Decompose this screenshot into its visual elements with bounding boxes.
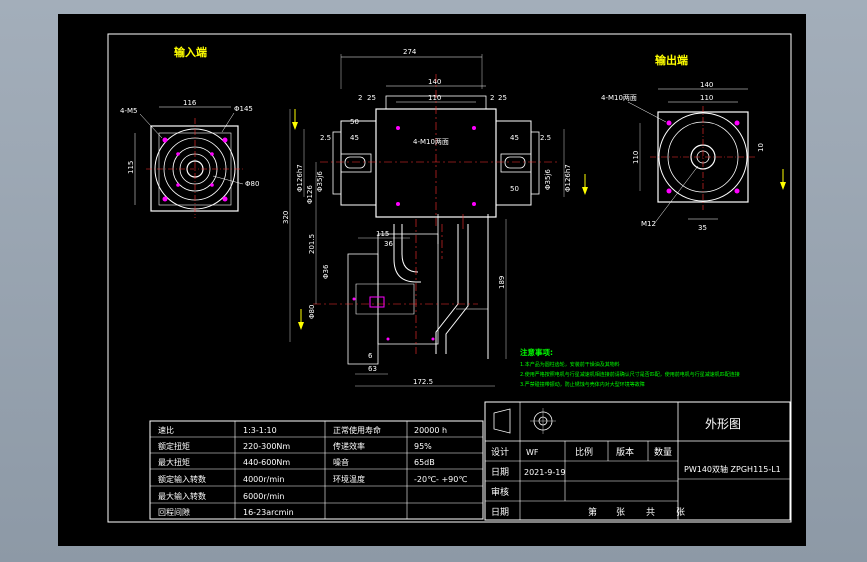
dim-274: 274 (403, 48, 417, 56)
dim-2-5-left: 2.5 (320, 134, 331, 142)
dim-2-right: 2 (490, 94, 494, 102)
spec-cell-r3-c1: 4000r/min (243, 475, 284, 484)
spec-cell-r1-c2: 传递效率 (333, 441, 365, 451)
version-label: 版本 (616, 446, 634, 458)
date-label: 日期 (491, 467, 509, 478)
dim-25-left: 25 (367, 94, 376, 102)
input-end-view: 输入端 116 4-M5 Φ145 Φ80 115 (120, 45, 259, 218)
dim-phi80-input: Φ80 (245, 180, 259, 188)
output-end-view: 输出端 140 110 4-M10两面 110 10 M12 35 (601, 53, 786, 232)
drawing-title: 外形图 (705, 417, 741, 431)
dim-110-vertical: 110 (632, 151, 640, 164)
notes-line-1: 1.本产品为圆柱齿轮，安装前干燥油及其物料 (520, 361, 620, 368)
drawing-canvas: 输入端 116 4-M5 Φ145 Φ80 115 274 (107, 33, 792, 523)
input-end-label: 输入端 (174, 45, 207, 59)
spec-cell-r1-c3: 95% (414, 442, 432, 451)
drawing-sheet: 输入端 116 4-M5 Φ145 Φ80 115 274 (58, 14, 806, 546)
dim-189: 189 (498, 276, 506, 289)
spec-cell-r1-c1: 220-300Nm (243, 442, 290, 451)
dim-115-input: 115 (127, 161, 135, 174)
spec-cell-r2-c1: 440-600Nm (243, 458, 290, 467)
spec-cell-r2-c2: 噪音 (333, 457, 349, 467)
dim-110: 110 (428, 94, 441, 102)
sheet-no-label: 第 (588, 506, 597, 518)
spec-table: 速比 1:3-1:10 正常使用寿命 20000 h 额定扭矩 220-300Nm 传递效率… (149, 420, 484, 520)
dim-115: 115 (376, 230, 389, 238)
spec-cell-r5-c1: 16-23arcmin (243, 508, 294, 517)
dim-2-5-right: 2.5 (540, 134, 551, 142)
dim-phi126h7-right: Φ126h7 (564, 164, 572, 192)
spec-cell-r4-c0: 最大输入转数 (158, 491, 206, 501)
date2-label: 日期 (491, 507, 509, 518)
dim-45-right: 45 (510, 134, 519, 142)
check-label: 审核 (491, 486, 509, 498)
spec-cell-r1-c0: 额定扭矩 (158, 441, 190, 451)
dim-4-m10: 4-M10两面 (413, 138, 449, 146)
sheet-total-label: 共 (646, 507, 655, 518)
dim-phi35j6-left: Φ35j6 (316, 171, 324, 192)
dim-phi80: Φ80 (308, 305, 316, 319)
designer: WF (526, 448, 539, 457)
notes-block: 注意事项: 1.本产品为圆柱齿轮，安装前干燥油及其物料 2.使用严格按照电机与行… (520, 347, 740, 388)
spec-cell-r0-c2: 正常使用寿命 (333, 425, 381, 435)
notes-line-2: 2.使用严格按照电机与行星减速机相连接前请确认尺寸是否匹配，使用前电机与行星减速… (520, 371, 740, 378)
dim-2-left: 2 (358, 94, 362, 102)
spec-cell-r4-c1: 6000r/min (243, 492, 284, 501)
spec-cell-r5-c0: 回程间隙 (158, 507, 190, 517)
spec-cell-r2-c3: 65dB (414, 458, 435, 467)
spec-cell-r3-c2: 环境温度 (333, 474, 365, 484)
dim-25-right: 25 (498, 94, 507, 102)
dim-50-left: 50 (350, 118, 359, 126)
spec-cell-r0-c3: 20000 h (414, 426, 447, 435)
sheet-unit-label: 张 (616, 507, 625, 518)
spec-cell-r2-c0: 最大扭矩 (158, 457, 190, 467)
dim-116: 116 (183, 99, 197, 107)
output-end-label: 输出端 (655, 53, 688, 67)
design-label: 设计 (491, 446, 509, 458)
dim-6: 6 (368, 352, 373, 360)
dim-45-left: 45 (350, 134, 359, 142)
notes-title: 注意事项: (520, 347, 553, 357)
date-value: 2021-9-19 (524, 468, 565, 477)
title-block: 外形图 设计 WF 比例 版本 数量 日期 2021-9-19 PW140双轴 … (484, 401, 791, 521)
scale-label: 比例 (575, 446, 593, 458)
spec-cell-r0-c1: 1:3-1:10 (243, 426, 277, 435)
dim-63: 63 (368, 365, 377, 373)
sheet-unit2-label: 张 (676, 507, 685, 518)
spec-cell-r3-c0: 额定输入转数 (158, 474, 206, 484)
part-name: PW140双轴 ZPGH115-L1 (684, 464, 781, 474)
dim-phi126: Φ126 (306, 185, 314, 204)
dim-36: 36 (384, 240, 393, 248)
notes-line-3: 3.严禁碰撞带振动，防止锈蚀与壳体内对大型环境等故障 (520, 381, 645, 388)
dim-201-5: 201.5 (308, 234, 316, 254)
drawing-border (107, 33, 792, 523)
dim-m12: M12 (641, 220, 656, 228)
dim-10: 10 (757, 143, 765, 152)
dim-phi35j6-right: Φ35j6 (544, 169, 552, 190)
dim-140: 140 (428, 78, 441, 86)
dim-output-holes: 4-M10两面 (601, 94, 637, 102)
dim-140-output: 140 (700, 81, 713, 89)
main-front-view: 274 140 110 2 25 2 25 50 2.5 45 4-M10两面 (282, 48, 588, 387)
dim-35: 35 (698, 224, 707, 232)
spec-cell-r0-c0: 速比 (158, 425, 174, 435)
dim-320: 320 (282, 211, 290, 224)
dim-phi145: Φ145 (234, 105, 253, 113)
dim-50-right: 50 (510, 185, 519, 193)
dim-172-5: 172.5 (413, 378, 433, 386)
dim-input-holes: 4-M5 (120, 107, 137, 115)
qty-label: 数量 (654, 446, 672, 458)
spec-cell-r3-c3: -20℃- +90℃ (414, 475, 467, 484)
dim-phi126h7-left: Φ126h7 (296, 164, 304, 192)
dim-110-output: 110 (700, 94, 713, 102)
dim-phi36: Φ36 (322, 264, 330, 279)
